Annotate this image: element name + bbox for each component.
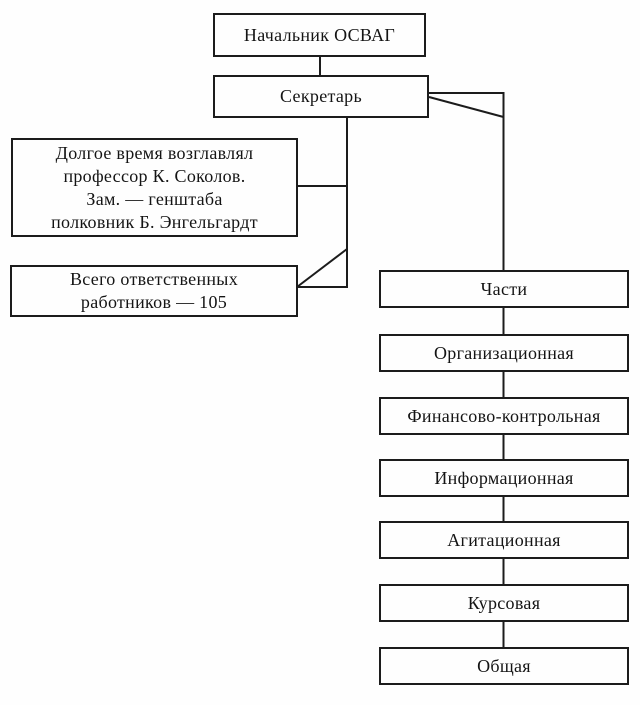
leader-note-line-4: полковник Б. Энгельгардт: [51, 211, 258, 232]
staff-note-line-1: Всего ответственных: [69, 269, 239, 289]
dept-label-3: Финансово-контрольная: [407, 405, 601, 426]
dept-label-1: Части: [480, 278, 528, 299]
node-dept-informatsionnaya: Информационная: [379, 459, 629, 497]
edge-secretary-depts-diagonal: [428, 96, 504, 118]
dept-label-5: Агитационная: [447, 529, 561, 550]
dept-label-2: Организационная: [433, 342, 575, 363]
edge-to-staff-note-diagonal: [296, 248, 348, 288]
dept-label-4: Информационная: [434, 467, 574, 488]
dept-label-6: Курсовая: [467, 592, 541, 613]
node-secretary: Секретарь: [213, 75, 429, 118]
node-dept-finansovo-kontrolnaya: Финансово-контрольная: [379, 397, 629, 435]
node-chief-label: Начальник ОСВАГ: [243, 24, 396, 45]
leader-note-line-2: профессор К. Соколов.: [63, 165, 246, 186]
node-leader-note: Долгое время возглавлял профессор К. Сок…: [11, 138, 298, 237]
node-secretary-label: Секретарь: [280, 86, 362, 106]
node-dept-kursovaya: Курсовая: [379, 584, 629, 622]
node-dept-agitatsionnaya: Агитационная: [379, 521, 629, 559]
node-dept-obshchaya: Общая: [379, 647, 629, 685]
dept-label-7: Общая: [477, 655, 531, 676]
leader-note-line-3: Зам. — генштаба: [86, 188, 223, 209]
node-dept-chasti: Части: [379, 270, 629, 308]
leader-note-line-1: Долгое время возглавлял: [55, 142, 254, 163]
node-staff-note: Всего ответственных работников — 105: [10, 265, 298, 317]
node-chief: Начальник ОСВАГ: [213, 13, 426, 57]
staff-note-line-2: работников — 105: [80, 292, 228, 312]
node-dept-organizatsionnaya: Организационная: [379, 334, 629, 372]
